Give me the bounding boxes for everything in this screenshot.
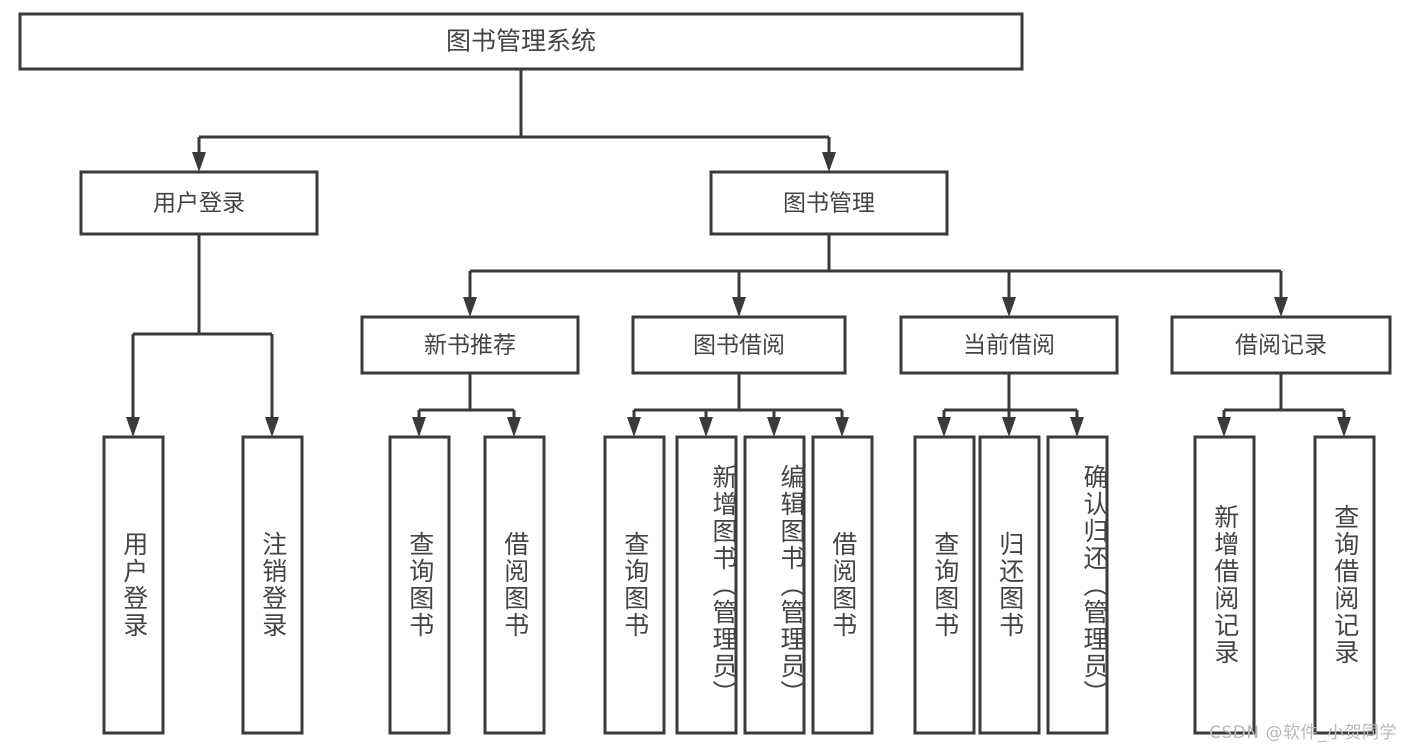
arrow-head-icon bbox=[835, 417, 849, 437]
node-new-book-rec-box[interactable] bbox=[360, 315, 580, 375]
connector-borrow-record-to-leaves bbox=[1217, 373, 1351, 437]
node-leaf-borrow-book-1-box[interactable] bbox=[483, 435, 546, 735]
node-book-borrow[interactable]: 图书借阅 bbox=[631, 315, 847, 375]
node-borrow-record[interactable]: 借阅记录 bbox=[1170, 315, 1392, 375]
node-current-borrow[interactable]: 当前借阅 bbox=[899, 315, 1119, 375]
arrow-head-icon bbox=[192, 152, 206, 172]
arrow-head-icon bbox=[1002, 297, 1016, 317]
node-leaf-confirm-return-box[interactable] bbox=[1046, 435, 1109, 735]
arrow-head-icon bbox=[767, 417, 781, 437]
arrow-head-icon bbox=[126, 417, 140, 437]
arrow-head-icon bbox=[822, 152, 836, 172]
node-book-manage-box[interactable] bbox=[709, 170, 949, 236]
node-leaf-return-book-box[interactable] bbox=[978, 435, 1041, 735]
arrow-head-icon bbox=[627, 417, 641, 437]
arrow-head-icon bbox=[412, 417, 426, 437]
node-leaf-borrow-book-2-box[interactable] bbox=[811, 435, 874, 735]
node-leaf-query-book-1-box[interactable] bbox=[388, 435, 451, 735]
arrow-head-icon bbox=[507, 417, 521, 437]
node-leaf-edit-book-box[interactable] bbox=[743, 435, 806, 735]
arrow-head-icon bbox=[1274, 297, 1288, 317]
node-new-book-rec-label: 新书推荐 bbox=[424, 333, 516, 359]
node-user-login-box[interactable] bbox=[79, 170, 319, 236]
node-borrow-record-label: 借阅记录 bbox=[1235, 333, 1327, 359]
node-book-manage[interactable]: 图书管理 bbox=[709, 170, 949, 236]
connector-current-borrow-to-leaves bbox=[937, 373, 1084, 437]
node-new-book-rec[interactable]: 新书推荐 bbox=[360, 315, 580, 375]
node-current-borrow-box[interactable] bbox=[899, 315, 1119, 375]
connector-layer bbox=[126, 69, 1351, 437]
node-current-borrow-label: 当前借阅 bbox=[963, 333, 1055, 359]
node-root-system-label: 图书管理系统 bbox=[446, 27, 596, 56]
node-root-system-box[interactable] bbox=[18, 12, 1024, 71]
arrow-head-icon bbox=[732, 297, 746, 317]
node-leaf-user-logout-box[interactable] bbox=[241, 435, 304, 735]
arrow-head-icon bbox=[1217, 417, 1231, 437]
node-leaf-add-record-box[interactable] bbox=[1193, 435, 1256, 735]
node-leaf-query-record-box[interactable] bbox=[1313, 435, 1376, 735]
node-book-borrow-label: 图书借阅 bbox=[693, 333, 785, 359]
node-user-login[interactable]: 用户登录 bbox=[79, 170, 319, 236]
node-book-borrow-box[interactable] bbox=[631, 315, 847, 375]
arrow-head-icon bbox=[937, 417, 951, 437]
node-book-manage-label: 图书管理 bbox=[783, 191, 875, 217]
arrow-head-icon bbox=[699, 417, 713, 437]
arrow-head-icon bbox=[1070, 417, 1084, 437]
connector-book-manage-to-level2 bbox=[463, 234, 1288, 317]
node-borrow-record-box[interactable] bbox=[1170, 315, 1392, 375]
arrow-head-icon bbox=[1002, 417, 1016, 437]
arrow-head-icon bbox=[1337, 417, 1351, 437]
node-leaf-query-book-2-box[interactable] bbox=[603, 435, 666, 735]
node-root-system[interactable]: 图书管理系统 bbox=[18, 12, 1024, 71]
connector-new-book-rec-to-leaves bbox=[412, 373, 521, 437]
node-leaf-user-login-box[interactable] bbox=[102, 435, 165, 735]
connector-user-login-to-leaves bbox=[126, 234, 279, 437]
node-user-login-label: 用户登录 bbox=[153, 191, 245, 217]
watermark-text: CSDN @软件_小贺同学 bbox=[1209, 723, 1397, 743]
connector-root-to-level1 bbox=[192, 69, 836, 172]
arrow-head-icon bbox=[265, 417, 279, 437]
arrow-head-icon bbox=[463, 297, 477, 317]
node-leaf-query-book-3-box[interactable] bbox=[913, 435, 976, 735]
node-leaf-add-book-box[interactable] bbox=[675, 435, 738, 735]
connector-book-borrow-to-leaves bbox=[627, 373, 849, 437]
